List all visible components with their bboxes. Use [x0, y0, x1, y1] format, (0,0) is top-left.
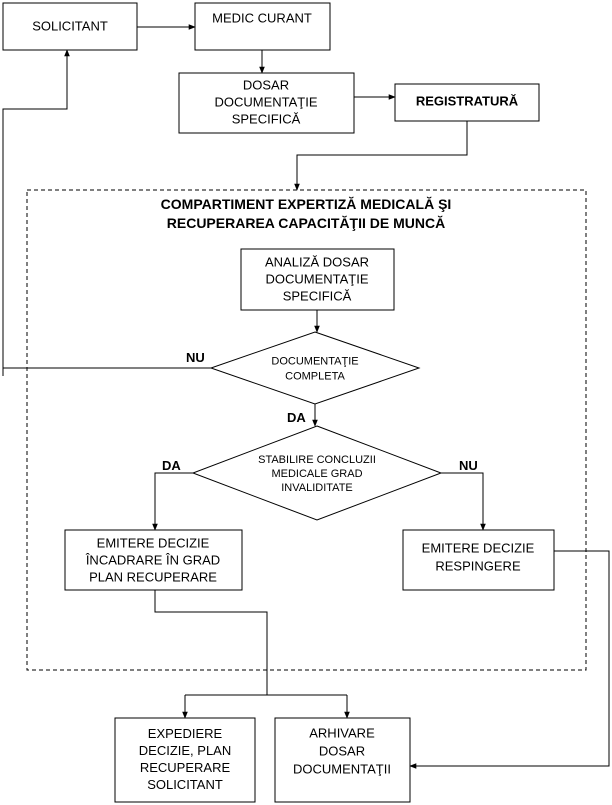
- label-line: SOLICITANT: [147, 777, 223, 792]
- label-line: DOSAR: [319, 743, 365, 758]
- node-decizie-incadrare-label: EMITERE DECIZIE ÎNCADRARE ÎN GRAD PLAN REC…: [85, 535, 220, 584]
- node-decizie-incadrare: [64, 529, 243, 591]
- edge-respingere-to-arhivare: [409, 550, 610, 769]
- label-line: RESPINGERE: [435, 558, 521, 573]
- edge-nu-to-respingere: [441, 472, 486, 531]
- edge-label-da-documentatie: DA: [287, 410, 306, 425]
- node-solicitant-label: SOLICITANT: [32, 18, 108, 33]
- node-arhivare-dosar: [274, 717, 411, 803]
- label-line: ÎNCADRARE ÎN GRAD: [85, 552, 220, 567]
- label-line: PLAN RECUPERARE: [89, 569, 217, 584]
- label-line: DECIZIE, PLAN: [139, 743, 231, 758]
- label-line: ANALIZĂ DOSAR: [265, 254, 369, 269]
- node-expediere-decizie-label: EXPEDIERE DECIZIE, PLAN RECUPERARE SOLICITA…: [139, 726, 231, 792]
- label-line: DOSAR: [243, 77, 289, 92]
- compartment-frame: [26, 189, 587, 671]
- label-line: STABILIRE CONCLUZII: [258, 454, 376, 466]
- label-line: MEDIC CURANT: [212, 10, 312, 25]
- decision-documentatie-completa-label: DOCUMENTAŢIE COMPLETA: [271, 355, 358, 382]
- node-decizie-respingere-label: EMITERE DECIZIE RESPINGERE: [422, 540, 535, 573]
- label-line: ARHIVARE: [309, 725, 375, 740]
- node-medic-curant: [194, 2, 331, 51]
- label-line: RECUPERARE: [140, 760, 231, 775]
- label-line: COMPLETA: [285, 370, 345, 382]
- edge-label-nu-stabilire: NU: [459, 458, 478, 473]
- decision-stabilire-concluzii-label: STABILIRE CONCLUZII MEDICALE GRAD INVALIDI…: [258, 454, 376, 494]
- node-registratura-label: REGISTRATURĂ: [416, 93, 519, 108]
- label-line: SPECIFICĂ: [232, 111, 301, 126]
- edge-label-nu-documentatie: NU: [186, 350, 205, 365]
- label-line: EXPEDIERE: [148, 726, 223, 741]
- label-line: MEDICALE GRAD: [271, 468, 362, 480]
- decision-stabilire-concluzii: [191, 425, 443, 521]
- node-expediere-decizie: [114, 717, 256, 803]
- edge-incadrare-down: [154, 590, 268, 695]
- edge-registratura-to-compartment: [294, 121, 468, 191]
- node-arhivare-dosar-label: ARHIVARE DOSAR DOCUMENTAŢII: [293, 725, 391, 776]
- label-line: REGISTRATURĂ: [416, 93, 519, 108]
- compartment-title-line1: COMPARTIMENT EXPERTIZĂ MEDICALĂ ŞI: [161, 196, 452, 212]
- node-medic-curant-label: MEDIC CURANT: [212, 10, 312, 25]
- label-line: EMITERE DECIZIE: [97, 535, 210, 550]
- node-decizie-respingere: [402, 529, 555, 591]
- node-dosar-documentatie: [178, 72, 355, 134]
- node-registratura: [394, 83, 540, 122]
- edge-nu-to-solicitant: [2, 49, 211, 369]
- label-line: SOLICITANT: [32, 18, 108, 33]
- edge-label-da-stabilire: DA: [162, 458, 181, 473]
- label-line: EMITERE DECIZIE: [422, 540, 535, 555]
- decision-documentatie-completa: [209, 331, 421, 405]
- node-dosar-documentatie-label: DOSAR DOCUMENTAŢIE SPECIFICĂ: [214, 77, 317, 126]
- label-line: DOCUMENTAŢIE: [271, 355, 358, 367]
- node-analiza-dosar: [240, 248, 395, 311]
- label-line: SPECIFICĂ: [283, 288, 352, 303]
- edge-da-to-incadrare: [152, 472, 193, 531]
- node-analiza-dosar-label: ANALIZĂ DOSAR DOCUMENTAŢIE SPECIFICĂ: [265, 254, 369, 303]
- label-line: DOCUMENTAŢIE: [214, 94, 317, 109]
- compartment-title-line2: RECUPERAREA CAPACITĂŢII DE MUNCĂ: [167, 215, 445, 231]
- label-line: DOCUMENTAŢII: [293, 761, 391, 776]
- label-line: INVALIDITATE: [281, 482, 353, 494]
- label-line: DOCUMENTAŢIE: [265, 271, 368, 286]
